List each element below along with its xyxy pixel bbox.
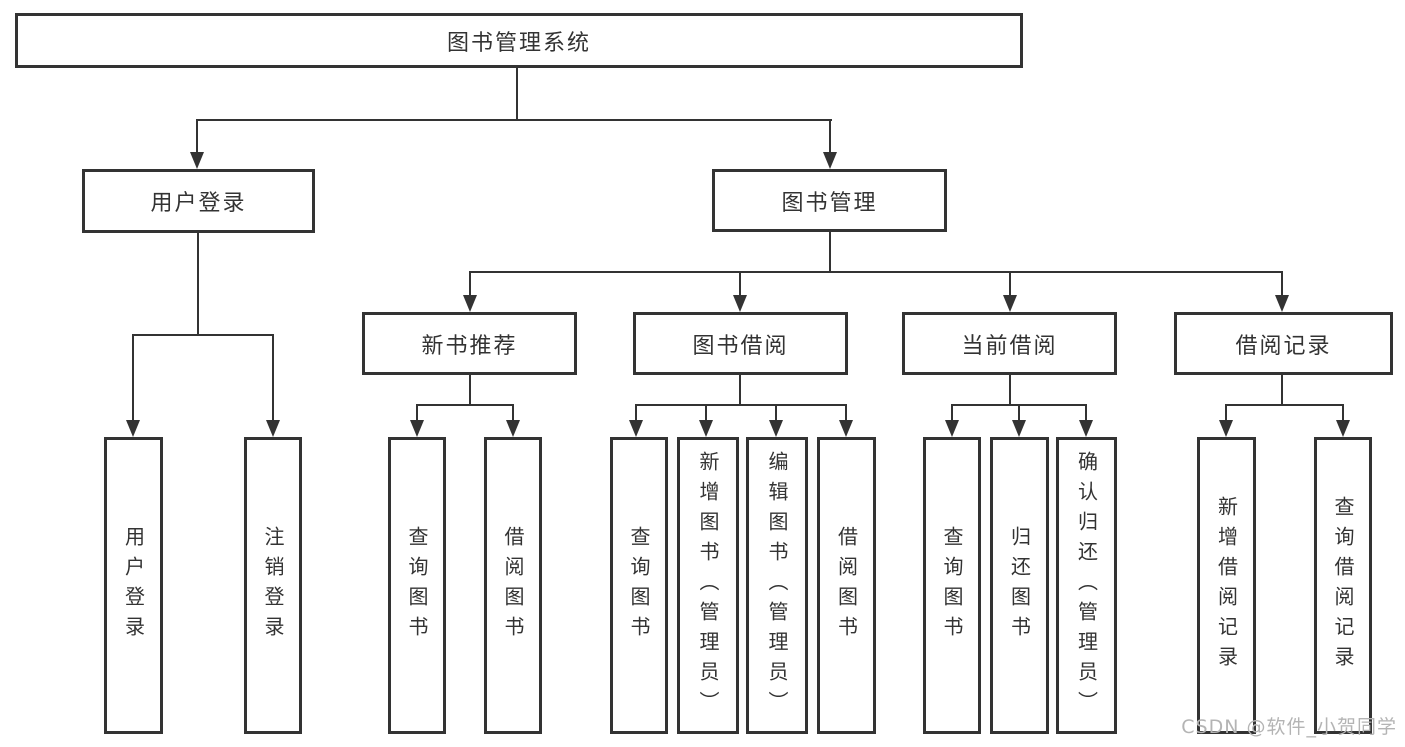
- leaf-query-borrow-record: 查询借阅记录: [1314, 437, 1372, 734]
- arrow-down-icon: [506, 420, 520, 437]
- leaf-user-login: 用户登录: [104, 437, 163, 734]
- connector-line: [829, 232, 831, 273]
- connector-line: [512, 404, 514, 422]
- leaf-query-books-borrow: 查询图书: [610, 437, 668, 734]
- connector-line: [196, 119, 832, 121]
- arrow-down-icon: [1003, 295, 1017, 312]
- connector-line: [739, 271, 741, 297]
- connector-line: [132, 334, 134, 420]
- connector-line: [845, 404, 847, 422]
- leaf-query-books-recommend: 查询图书: [388, 437, 446, 734]
- node-book-management: 图书管理: [712, 169, 947, 232]
- arrow-down-icon: [823, 152, 837, 169]
- arrow-down-icon: [699, 420, 713, 437]
- connector-line: [1009, 271, 1011, 297]
- arrow-down-icon: [1219, 420, 1233, 437]
- leaf-add-borrow-record: 新增借阅记录: [1197, 437, 1256, 734]
- leaf-borrow-books-recommend: 借阅图书: [484, 437, 542, 734]
- arrow-down-icon: [266, 420, 280, 437]
- connector-line: [1009, 375, 1011, 406]
- connector-line: [516, 68, 518, 120]
- watermark: CSDN @软件_小贺同学: [1181, 716, 1397, 738]
- connector-line: [1342, 404, 1344, 422]
- leaf-edit-book-admin: 编辑图书（管理员）: [746, 437, 808, 734]
- node-borrowing-records: 借阅记录: [1174, 312, 1393, 375]
- connector-line: [829, 119, 831, 155]
- connector-line: [635, 404, 847, 406]
- arrow-down-icon: [945, 420, 959, 437]
- connector-line: [775, 404, 777, 422]
- arrow-down-icon: [190, 152, 204, 169]
- connector-line: [1281, 375, 1283, 406]
- arrow-down-icon: [733, 295, 747, 312]
- connector-line: [197, 233, 199, 336]
- arrow-down-icon: [1079, 420, 1093, 437]
- connector-line: [951, 404, 953, 422]
- connector-line: [272, 334, 274, 420]
- arrow-down-icon: [769, 420, 783, 437]
- node-root: 图书管理系统: [15, 13, 1023, 68]
- connector-line: [1225, 404, 1344, 406]
- connector-line: [132, 334, 274, 336]
- leaf-query-books-current: 查询图书: [923, 437, 981, 734]
- connector-line: [635, 404, 637, 422]
- connector-line: [196, 119, 198, 155]
- leaf-logout: 注销登录: [244, 437, 302, 734]
- connector-line: [469, 271, 1283, 273]
- arrow-down-icon: [629, 420, 643, 437]
- node-book-borrowing: 图书借阅: [633, 312, 848, 375]
- connector-line: [1085, 404, 1087, 422]
- connector-line: [1281, 271, 1283, 297]
- arrow-down-icon: [1336, 420, 1350, 437]
- leaf-return-books: 归还图书: [990, 437, 1049, 734]
- connector-line: [705, 404, 707, 422]
- node-new-book-recommendation: 新书推荐: [362, 312, 577, 375]
- arrow-down-icon: [1012, 420, 1026, 437]
- connector-line: [739, 375, 741, 406]
- arrow-down-icon: [410, 420, 424, 437]
- node-user-login: 用户登录: [82, 169, 315, 233]
- arrow-down-icon: [126, 420, 140, 437]
- arrow-down-icon: [839, 420, 853, 437]
- connector-line: [469, 375, 471, 406]
- node-current-borrowing: 当前借阅: [902, 312, 1117, 375]
- connector-line: [469, 271, 471, 297]
- connector-line: [416, 404, 514, 406]
- leaf-confirm-return-admin: 确认归还（管理员）: [1056, 437, 1117, 734]
- connector-line: [1018, 404, 1020, 422]
- arrow-down-icon: [1275, 295, 1289, 312]
- arrow-down-icon: [463, 295, 477, 312]
- connector-line: [1225, 404, 1227, 422]
- leaf-add-book-admin: 新增图书（管理员）: [677, 437, 739, 734]
- connector-line: [416, 404, 418, 422]
- leaf-borrow-books: 借阅图书: [817, 437, 876, 734]
